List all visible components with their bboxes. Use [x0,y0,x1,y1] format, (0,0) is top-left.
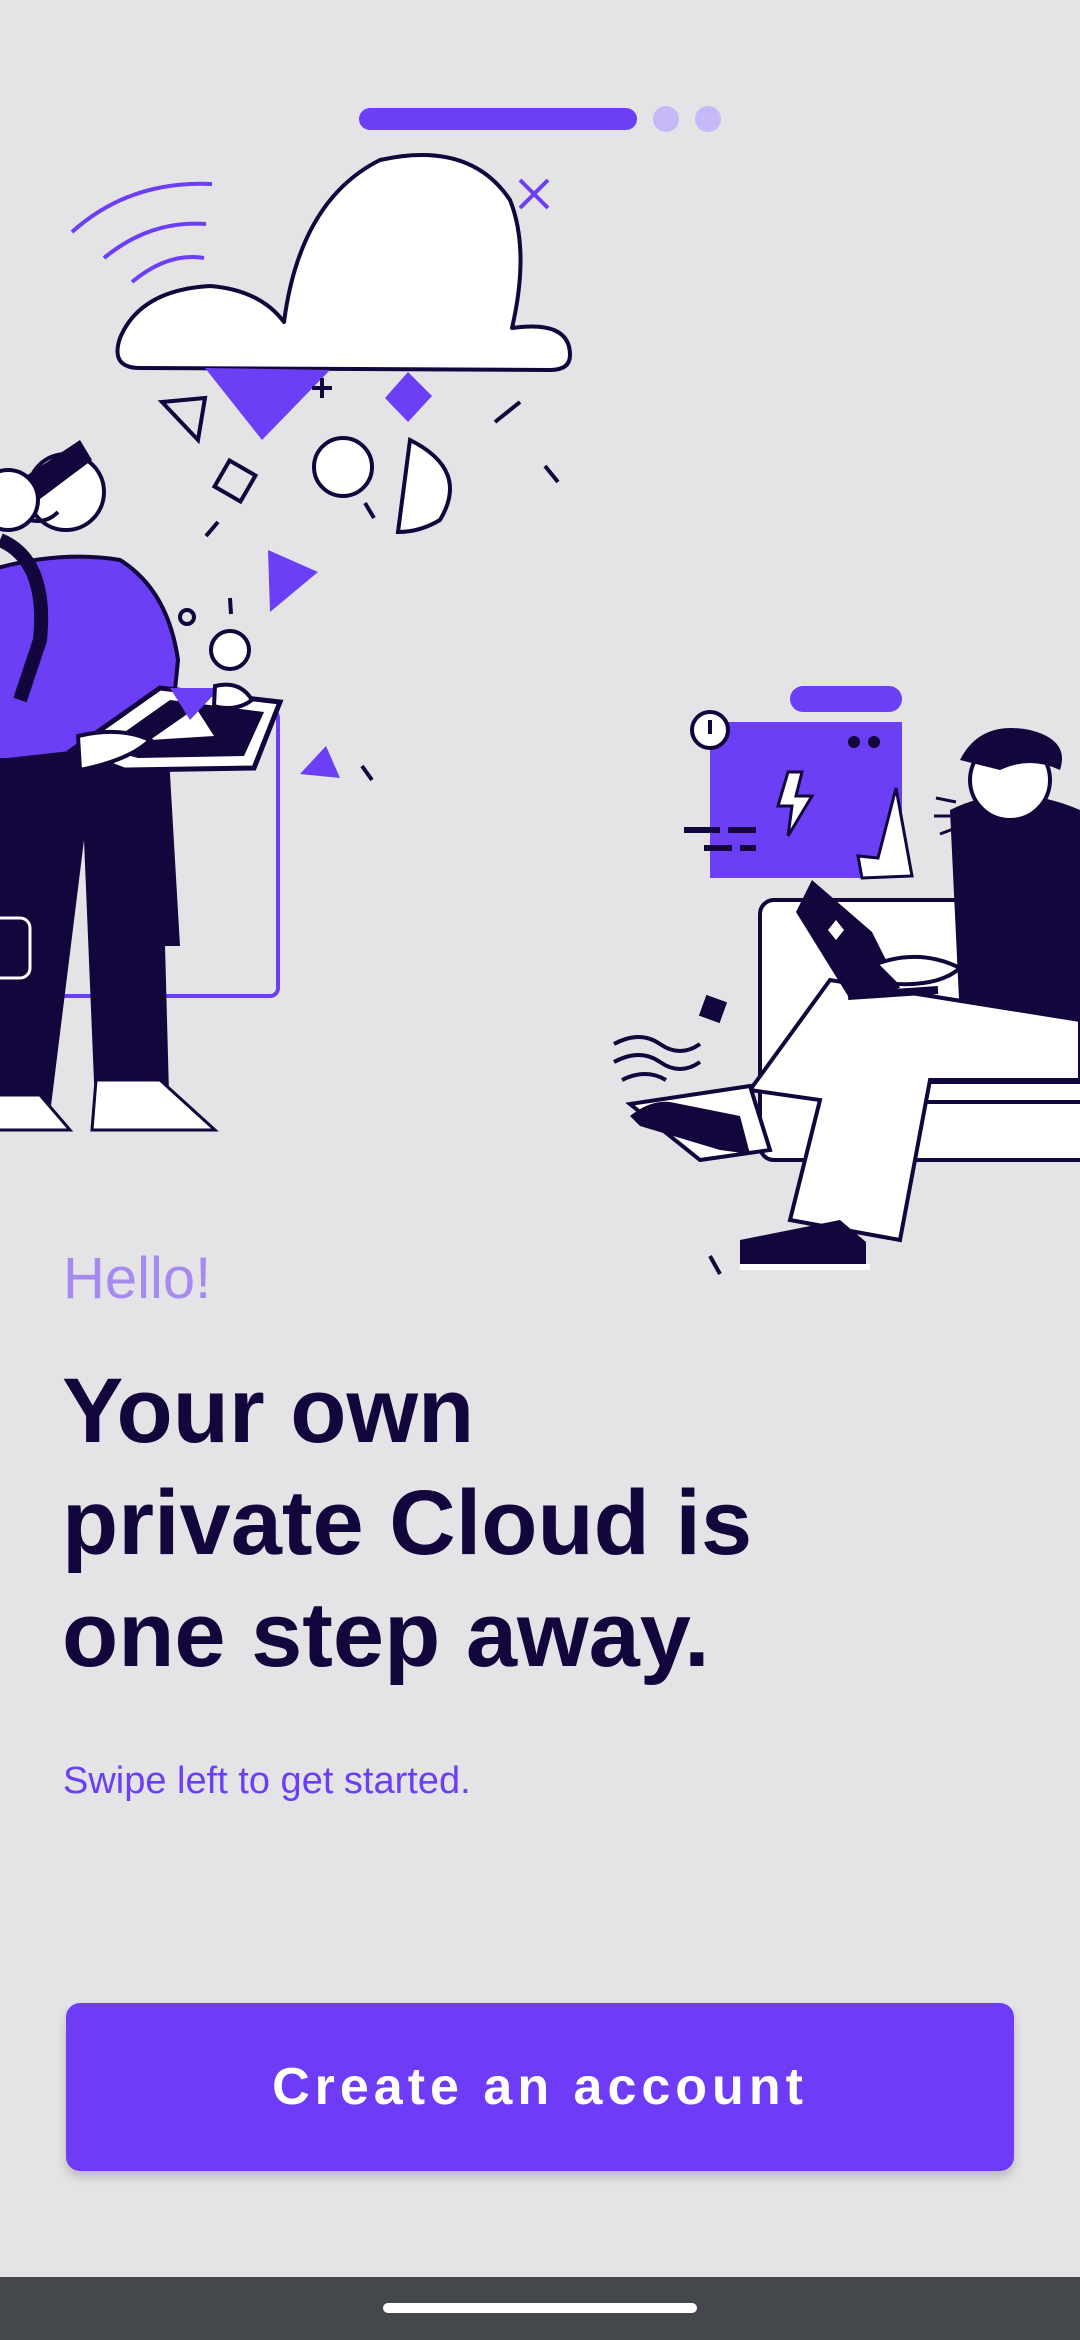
headline-line-1: Your own [62,1360,475,1462]
swipe-hint: Swipe left to get started. [63,1760,471,1802]
page-title: Your own private Cloud is one step away. [62,1355,962,1691]
home-indicator[interactable] [383,2303,697,2313]
headline-line-3: one step away. [62,1584,710,1686]
page-indicator-dot-3 [695,106,721,132]
laptop-person-illustration [613,686,1080,1275]
page-indicator-active [359,108,637,130]
create-account-button[interactable]: Create an account [66,2003,1014,2171]
cloud-person-illustration [0,153,572,1132]
headline-line-2: private Cloud is [62,1472,753,1574]
system-navigation-bar [0,2277,1080,2340]
page-indicator-dot-2 [653,106,679,132]
page-indicator [0,106,1080,132]
greeting-text: Hello! [63,1246,212,1311]
